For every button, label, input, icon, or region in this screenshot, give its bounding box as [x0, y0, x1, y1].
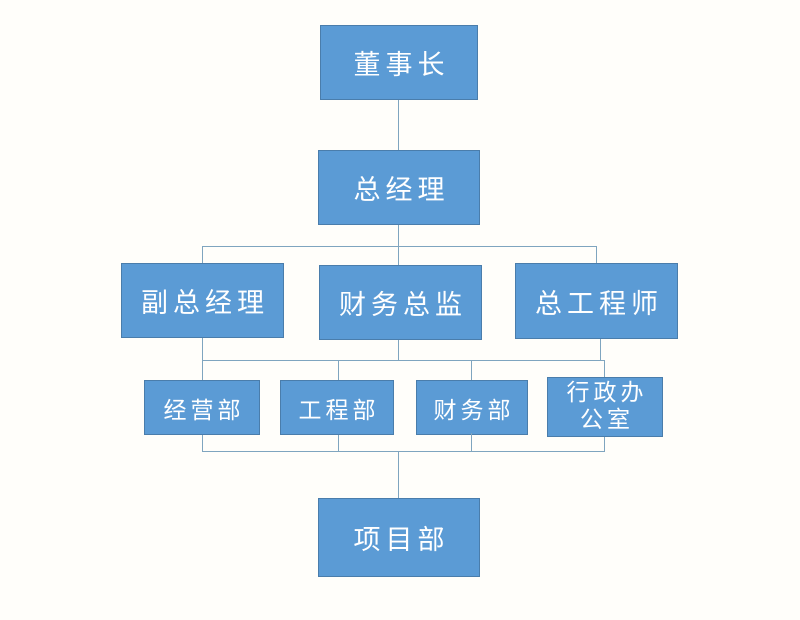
connector-deputy-gm-to-operations: [202, 338, 203, 380]
connector-operations-stem: [202, 435, 203, 451]
connector-l5-bus: [202, 451, 605, 452]
org-node-admin-office-label-line1: 行政办: [566, 380, 648, 406]
org-node-project-dept-label: 项目部: [353, 525, 450, 556]
connector-chief-engineer-stem: [600, 339, 601, 360]
connector-l4-drop-admin-office: [604, 360, 605, 377]
connector-l3-drop-deputy-gm: [202, 246, 203, 263]
connector-to-project-dept: [398, 451, 399, 498]
org-node-engineering-dept-label: 工程部: [298, 397, 380, 424]
org-node-finance-dept-label: 财务部: [433, 397, 515, 424]
connector-admin-office-stem: [604, 437, 605, 451]
org-node-admin-office-label-line2: 公室: [580, 407, 634, 433]
org-node-project-dept: 项目部: [318, 498, 480, 577]
org-node-operations-dept-label: 经营部: [163, 397, 245, 424]
org-node-finance-director-label: 财务总监: [339, 290, 467, 321]
connector-finance-director-stem: [398, 340, 399, 360]
connector-l4-bus: [202, 360, 604, 361]
org-node-general-manager: 总经理: [318, 150, 480, 225]
connector-l4-drop-engineering: [338, 360, 339, 380]
connector-finance-dept-stem: [471, 433, 472, 451]
org-node-operations-dept: 经营部: [144, 380, 260, 435]
org-node-chairman: 董事长: [320, 25, 478, 100]
connector-l3-bus: [202, 246, 597, 247]
org-node-deputy-general-manager: 副总经理: [121, 263, 284, 338]
org-node-deputy-general-manager-label: 副总经理: [141, 288, 269, 319]
org-node-chairman-label: 董事长: [353, 50, 450, 81]
org-node-engineering-dept: 工程部: [280, 380, 394, 435]
org-node-chief-engineer-label: 总工程师: [535, 288, 663, 320]
connector-l3-drop-chief-engineer: [596, 246, 597, 263]
connector-engineering-stem: [338, 435, 339, 451]
org-node-admin-office: 行政办 公室: [547, 377, 663, 437]
org-node-general-manager-label: 总经理: [353, 175, 450, 206]
org-node-finance-director: 财务总监: [319, 265, 482, 340]
connector-l4-drop-finance: [471, 360, 472, 380]
connector-chairman-to-gm: [398, 100, 399, 150]
org-node-finance-dept: 财务部: [416, 380, 528, 435]
connector-gm-stem: [398, 225, 399, 265]
org-node-chief-engineer: 总工程师: [515, 263, 678, 339]
